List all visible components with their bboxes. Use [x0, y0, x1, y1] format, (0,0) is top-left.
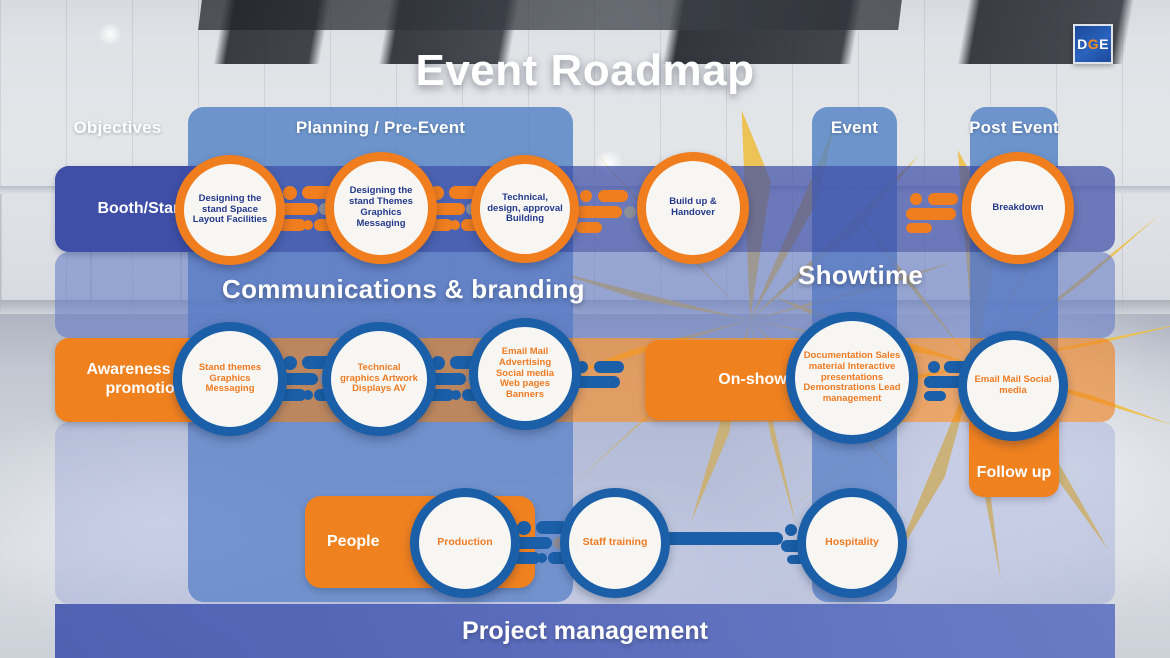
node-label: Production	[437, 536, 493, 549]
connector-booth-4-5	[906, 190, 978, 234]
section-title-communications: Communications & branding	[222, 274, 585, 304]
connector-booth-3-4	[576, 186, 648, 234]
node-label: Email Mail Social media	[974, 374, 1052, 396]
node-booth-designing-themes[interactable]: Designing the stand Themes Graphics Mess…	[325, 152, 437, 264]
node-label: Hospitality	[825, 536, 879, 549]
node-people-hospitality[interactable]: Hospitality	[797, 488, 907, 598]
node-booth-breakdown[interactable]: Breakdown	[962, 152, 1074, 264]
node-awareness-email-social[interactable]: Email Mail Social media	[958, 331, 1068, 441]
logo-letter-d: D	[1077, 36, 1088, 52]
phase-label-event: Event	[830, 118, 879, 137]
node-people-staff-training[interactable]: Staff training	[560, 488, 670, 598]
section-title-showtime: Showtime	[798, 260, 924, 290]
phase-label-post-event: Post Event	[969, 118, 1059, 137]
node-awareness-technical-graphics[interactable]: Technical graphics Artwork Displays AV	[322, 322, 436, 436]
node-label: Email Mail Advertising Social media Web …	[495, 345, 555, 401]
node-awareness-email-mail-advertising[interactable]: Email Mail Advertising Social media Web …	[469, 318, 581, 430]
footer-bar	[55, 604, 1115, 658]
node-label: Technical, design, approval Building	[487, 191, 563, 225]
background-light-spot	[96, 24, 124, 44]
node-booth-technical-approval[interactable]: Technical, design, approval Building	[471, 155, 579, 263]
node-label: Technical graphics Artwork Displays AV	[340, 361, 418, 395]
node-awareness-documentation[interactable]: Documentation Sales material Interactive…	[786, 312, 918, 444]
node-booth-designing-space[interactable]: Designing the stand Space Layout Facilit…	[175, 155, 285, 265]
page-title: Event Roadmap	[415, 46, 755, 95]
node-people-production[interactable]: Production	[410, 488, 520, 598]
logo-letter-e: E	[1099, 36, 1109, 52]
node-label: Documentation Sales material Interactive…	[803, 349, 901, 405]
logo-letter-g: G	[1087, 36, 1100, 52]
node-booth-build-up-handover[interactable]: Build up & Handover	[637, 152, 749, 264]
node-label: Build up & Handover	[669, 196, 717, 218]
row-chip-people-label: People	[327, 532, 380, 550]
phase-label-objectives: Objectives	[73, 118, 162, 137]
node-label: Staff training	[582, 536, 648, 549]
node-label: Designing the stand Themes Graphics Mess…	[349, 185, 413, 229]
background-ceiling-beam	[198, 0, 902, 30]
chip-on-show-label: On-show	[718, 370, 787, 388]
connector-aware-3-onshow	[572, 358, 642, 398]
chip-follow-up-label: Follow up	[976, 464, 1052, 482]
connector-people-2-3	[663, 522, 805, 568]
node-label: Stand themes Graphics Messaging	[198, 361, 262, 395]
row-chip-booth-label: Booth/Stand	[97, 199, 193, 217]
node-label: Designing the stand Space Layout Facilit…	[192, 192, 268, 226]
node-awareness-stand-themes[interactable]: Stand themes Graphics Messaging	[173, 322, 287, 436]
node-label: Breakdown	[992, 201, 1044, 213]
phase-label-planning: Planning / Pre-Event	[295, 118, 466, 137]
footer-label: Project management	[462, 616, 708, 645]
